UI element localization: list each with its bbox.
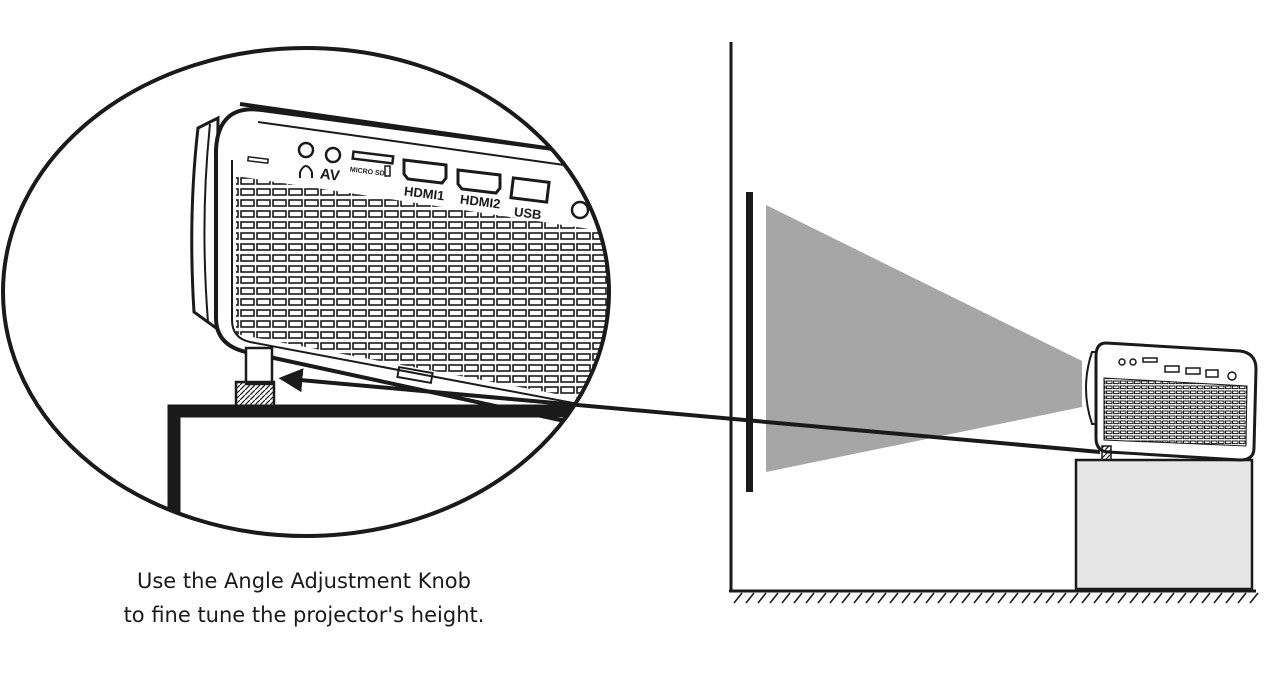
floor-hatch-mark [1093,592,1103,604]
floor-hatch-mark [817,592,827,604]
indicator-slot-icon [246,155,270,165]
floor-hatch-mark [961,592,971,604]
av-jack-icon [324,146,342,164]
floor-hatch-mark [805,592,815,604]
floor-hatch-mark [937,592,947,604]
floor-hatch-mark [949,592,959,604]
floor-hatch-mark [877,592,887,604]
hdmi2-port-icon [456,168,502,195]
floor-hatch-mark [757,592,767,604]
floor-hatch-mark [1033,592,1043,604]
floor-hatch-mark [733,592,743,604]
floor-hatching [733,592,1259,604]
hdmi1-port-icon [402,158,448,185]
floor-hatch-mark [1117,592,1127,604]
floor-hatch-mark [781,592,791,604]
light-beam [766,205,1082,472]
table [1074,458,1254,591]
floor-hatch-mark [1057,592,1067,604]
caption-line-1: Use the Angle Adjustment Knob [137,569,471,593]
floor-hatch-mark [1249,592,1259,604]
floor-hatch-mark [1189,592,1199,604]
magnified-inner-edge [231,121,601,409]
small-projector [1085,341,1258,462]
floor-hatch-mark [1141,592,1151,604]
microsd-slot-icon [351,150,395,165]
floor-hatch-mark [1225,592,1235,604]
floor-hatch-mark [1213,592,1223,604]
floor-hatch-mark [865,592,875,604]
small-angle-knob [1101,445,1112,461]
floor-hatch-mark [1105,592,1115,604]
floor-hatch-mark [1177,592,1187,604]
magnified-view: AV MICRO SD HDMI1 HDMI2 USB [1,46,611,538]
floor-hatch-mark [1201,592,1211,604]
floor-hatch-mark [853,592,863,604]
floor-hatch-mark [793,592,803,604]
floor-hatch-mark [1129,592,1139,604]
magnified-port-panel: AV MICRO SD HDMI1 HDMI2 USB [246,141,590,222]
floor-hatch-mark [1009,592,1019,604]
floor-hatch-mark [973,592,983,604]
floor-hatch-mark [901,592,911,604]
floor-hatch-mark [889,592,899,604]
floor-hatch-mark [1237,592,1247,604]
small-projector-vents [1103,377,1248,447]
floor-hatch-mark [1165,592,1175,604]
headphone-symbol-icon [299,165,313,178]
small-projector-ports [1118,357,1237,381]
room-scene [729,42,1259,604]
floor-hatch-mark [985,592,995,604]
magnified-table-edge [167,404,609,520]
floor-hatch-mark [745,592,755,604]
power-jack-icon [570,200,590,220]
magnified-vent-grille [236,176,609,404]
magnified-lens-ring [203,123,211,323]
port-label-hdmi2: HDMI2 [459,192,501,212]
floor-hatch-mark [1021,592,1031,604]
pointer-arrow [278,368,1101,454]
projection-screen [746,192,753,492]
floor-hatch-mark [913,592,923,604]
microsd-lock-icon [384,165,391,177]
floor-hatch-mark [841,592,851,604]
floor-hatch-mark [769,592,779,604]
floor-hatch-mark [1045,592,1055,604]
angle-adjustment-knob [234,380,276,408]
floor-hatch-mark [829,592,839,604]
headphone-jack-icon [297,141,315,159]
floor-hatch-mark [997,592,1007,604]
port-label-usb: USB [513,204,542,222]
magnifier-circle [1,46,611,538]
caption-line-2: to fine tune the projector's height. [124,603,485,627]
port-label-av: AV [319,165,341,184]
floor-hatch-mark [1069,592,1079,604]
port-label-microsd: MICRO SD [349,167,385,178]
usb-port-icon [509,176,551,204]
floor-hatch-mark [925,592,935,604]
floor-hatch-mark [1153,592,1163,604]
magnified-feet [396,365,434,385]
port-label-hdmi1: HDMI1 [403,184,445,204]
floor-hatch-mark [1081,592,1091,604]
angle-knob-stem [244,346,274,386]
